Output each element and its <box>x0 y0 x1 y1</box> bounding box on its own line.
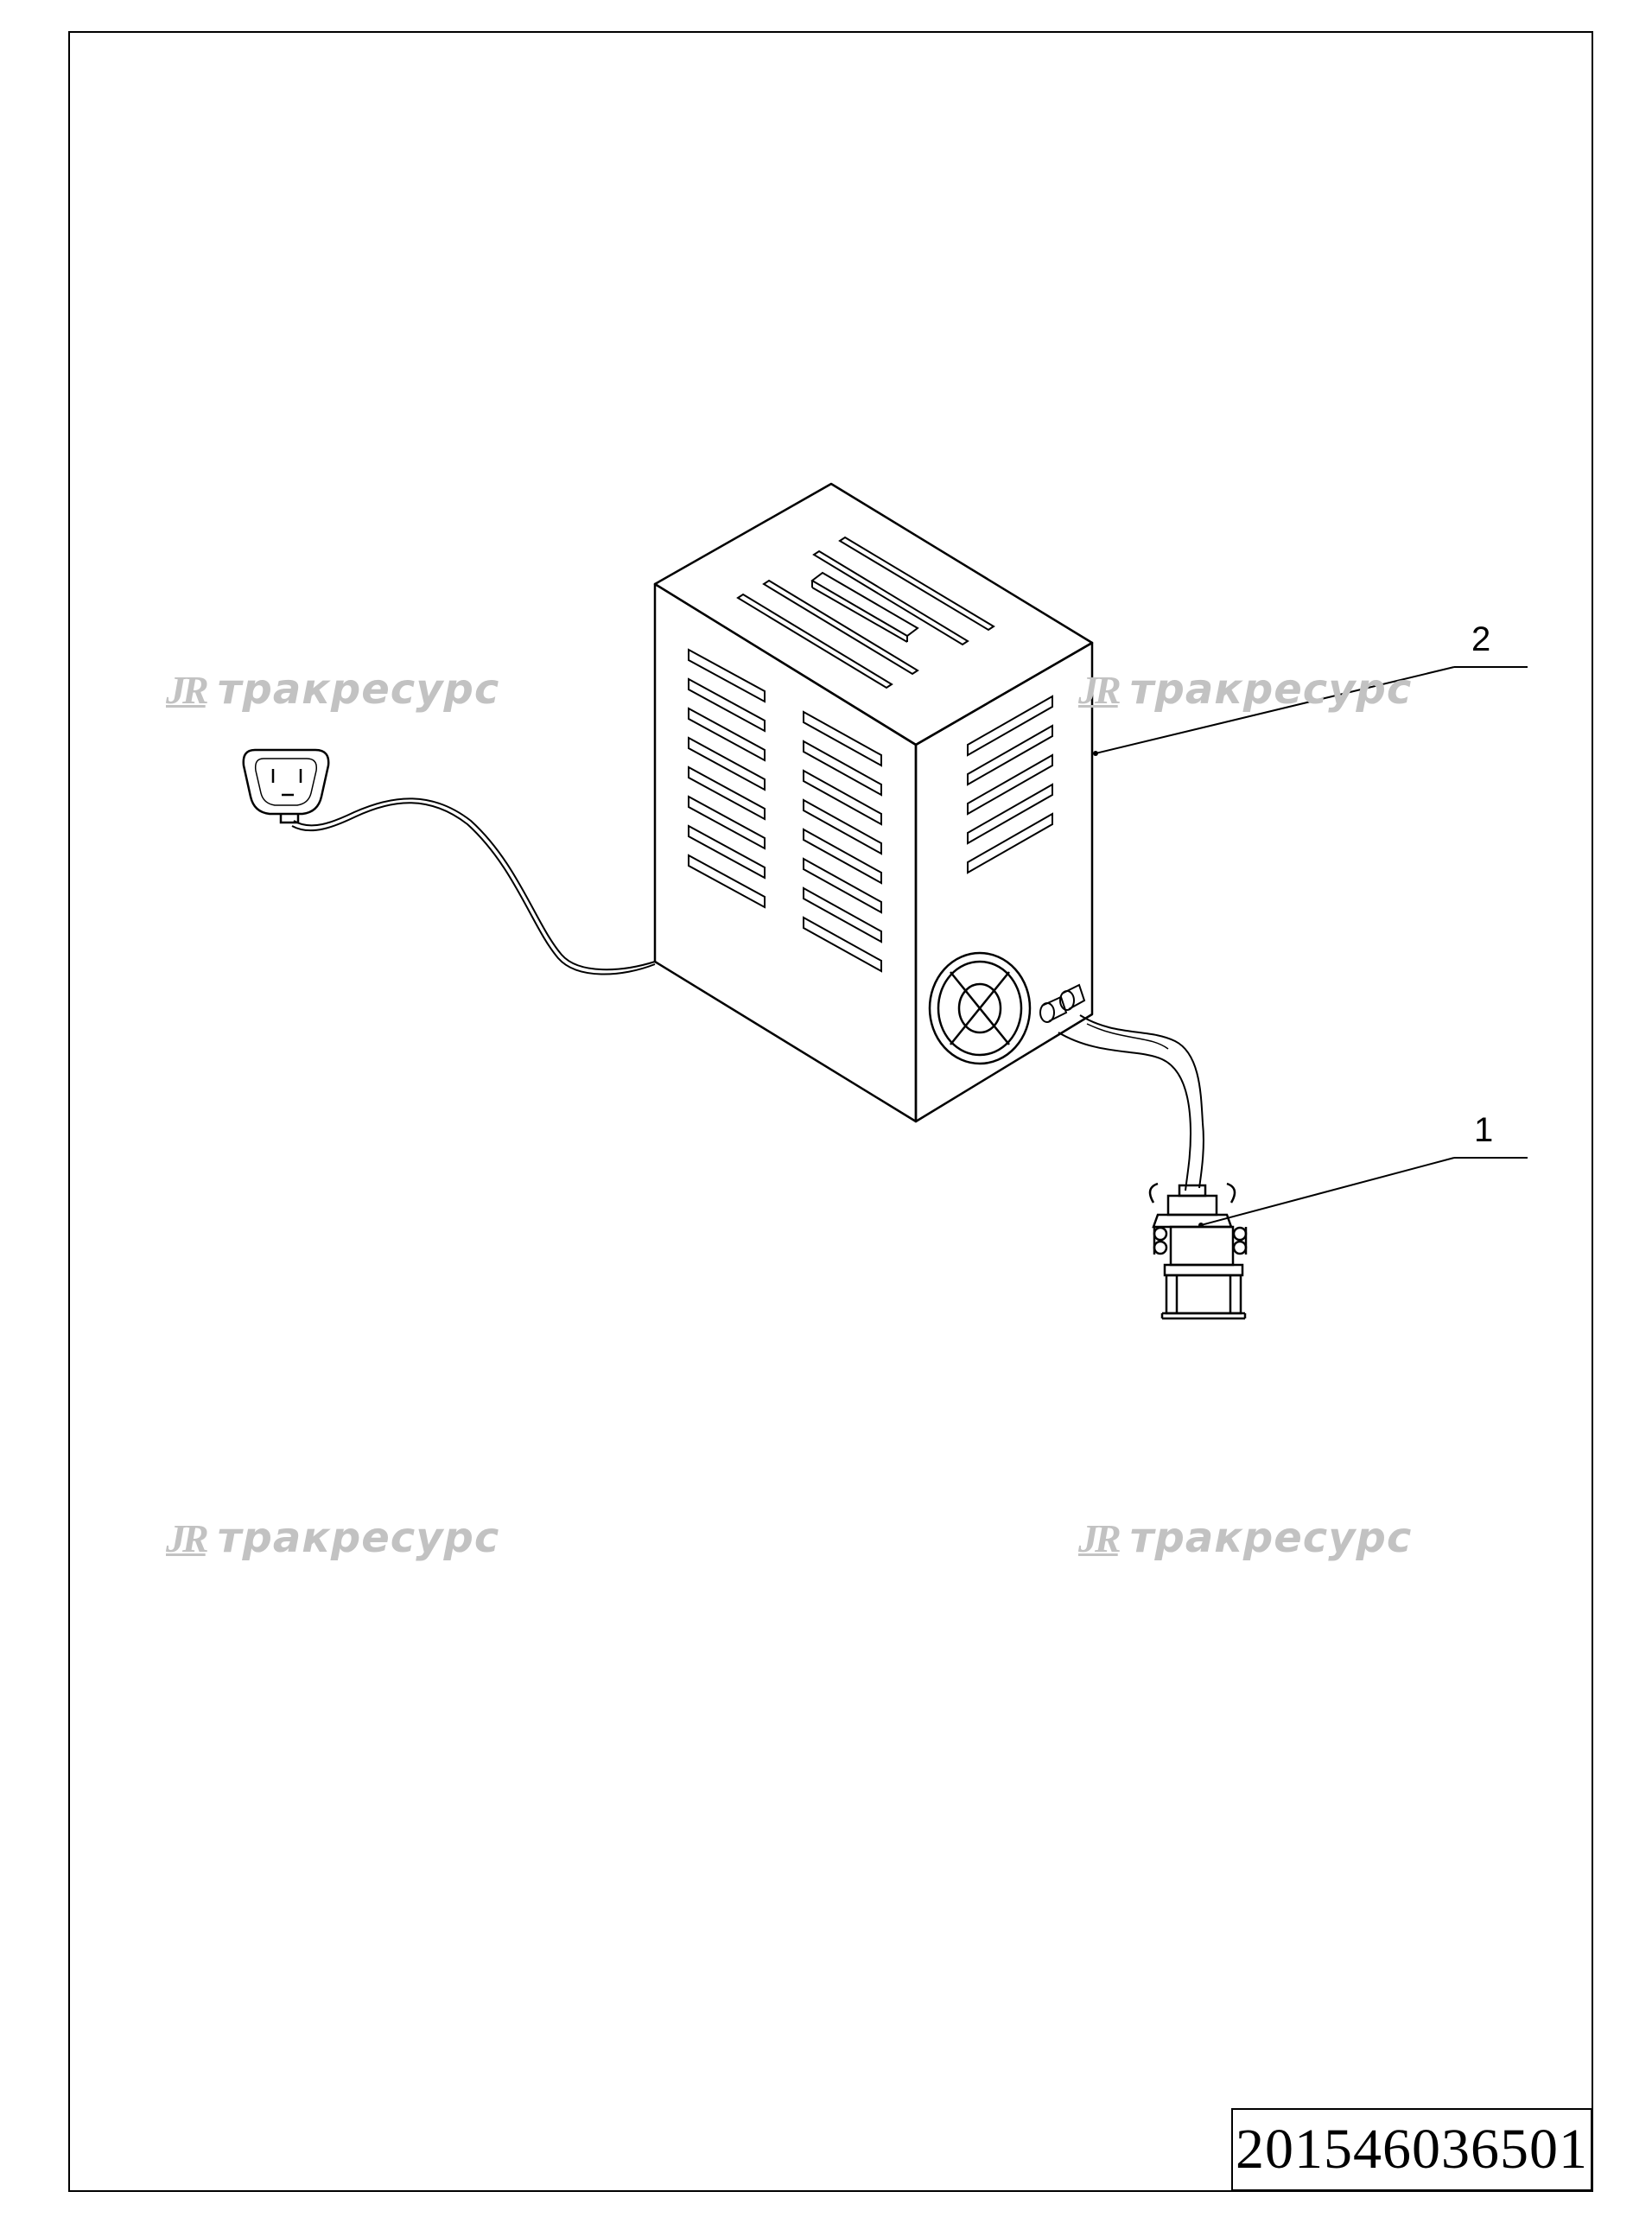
watermark-logo: JR <box>1078 1515 1121 1560</box>
watermark-logo: JR <box>1078 667 1121 712</box>
front-vent-slots-left <box>688 648 766 909</box>
watermark-text: тракресурс <box>217 1514 500 1562</box>
connector-plug <box>1148 1182 1248 1320</box>
fan-grille <box>928 951 1032 1065</box>
output-cable <box>1079 1014 1204 1189</box>
watermark-logo: JR <box>166 1515 209 1560</box>
box-top-face <box>653 482 1094 746</box>
watermark-text: тракресурс <box>1129 1514 1413 1562</box>
watermark: JR тракресурс <box>166 1514 499 1562</box>
box-front-face <box>653 582 918 1123</box>
drawing-number: 201546036501 <box>1231 2108 1592 2191</box>
watermark: JR тракресурс <box>1078 665 1412 714</box>
power-plug <box>242 748 330 824</box>
watermark-text: тракресурс <box>217 665 500 714</box>
watermark: JR тракресурс <box>1078 1514 1412 1562</box>
callout-label-1: 1 <box>1474 1111 1494 1149</box>
watermark-logo: JR <box>166 667 209 712</box>
watermark: JR тракресурс <box>166 665 499 714</box>
front-vent-slots-right <box>803 710 882 973</box>
callout-label-2: 2 <box>1471 620 1491 658</box>
leader-lines <box>1095 666 1528 1226</box>
charger-box <box>653 482 1094 1123</box>
leader-1 <box>1200 1157 1455 1226</box>
side-vent-slots <box>967 695 1053 874</box>
top-handle <box>810 571 919 638</box>
box-side-face <box>914 641 1094 1123</box>
leader-2 <box>1095 666 1455 754</box>
power-cord <box>293 797 656 971</box>
watermark-text: тракресурс <box>1129 665 1413 714</box>
sheet-border <box>68 31 1593 2192</box>
output-terminals <box>1039 983 1086 1023</box>
top-vent-slots <box>736 536 995 689</box>
